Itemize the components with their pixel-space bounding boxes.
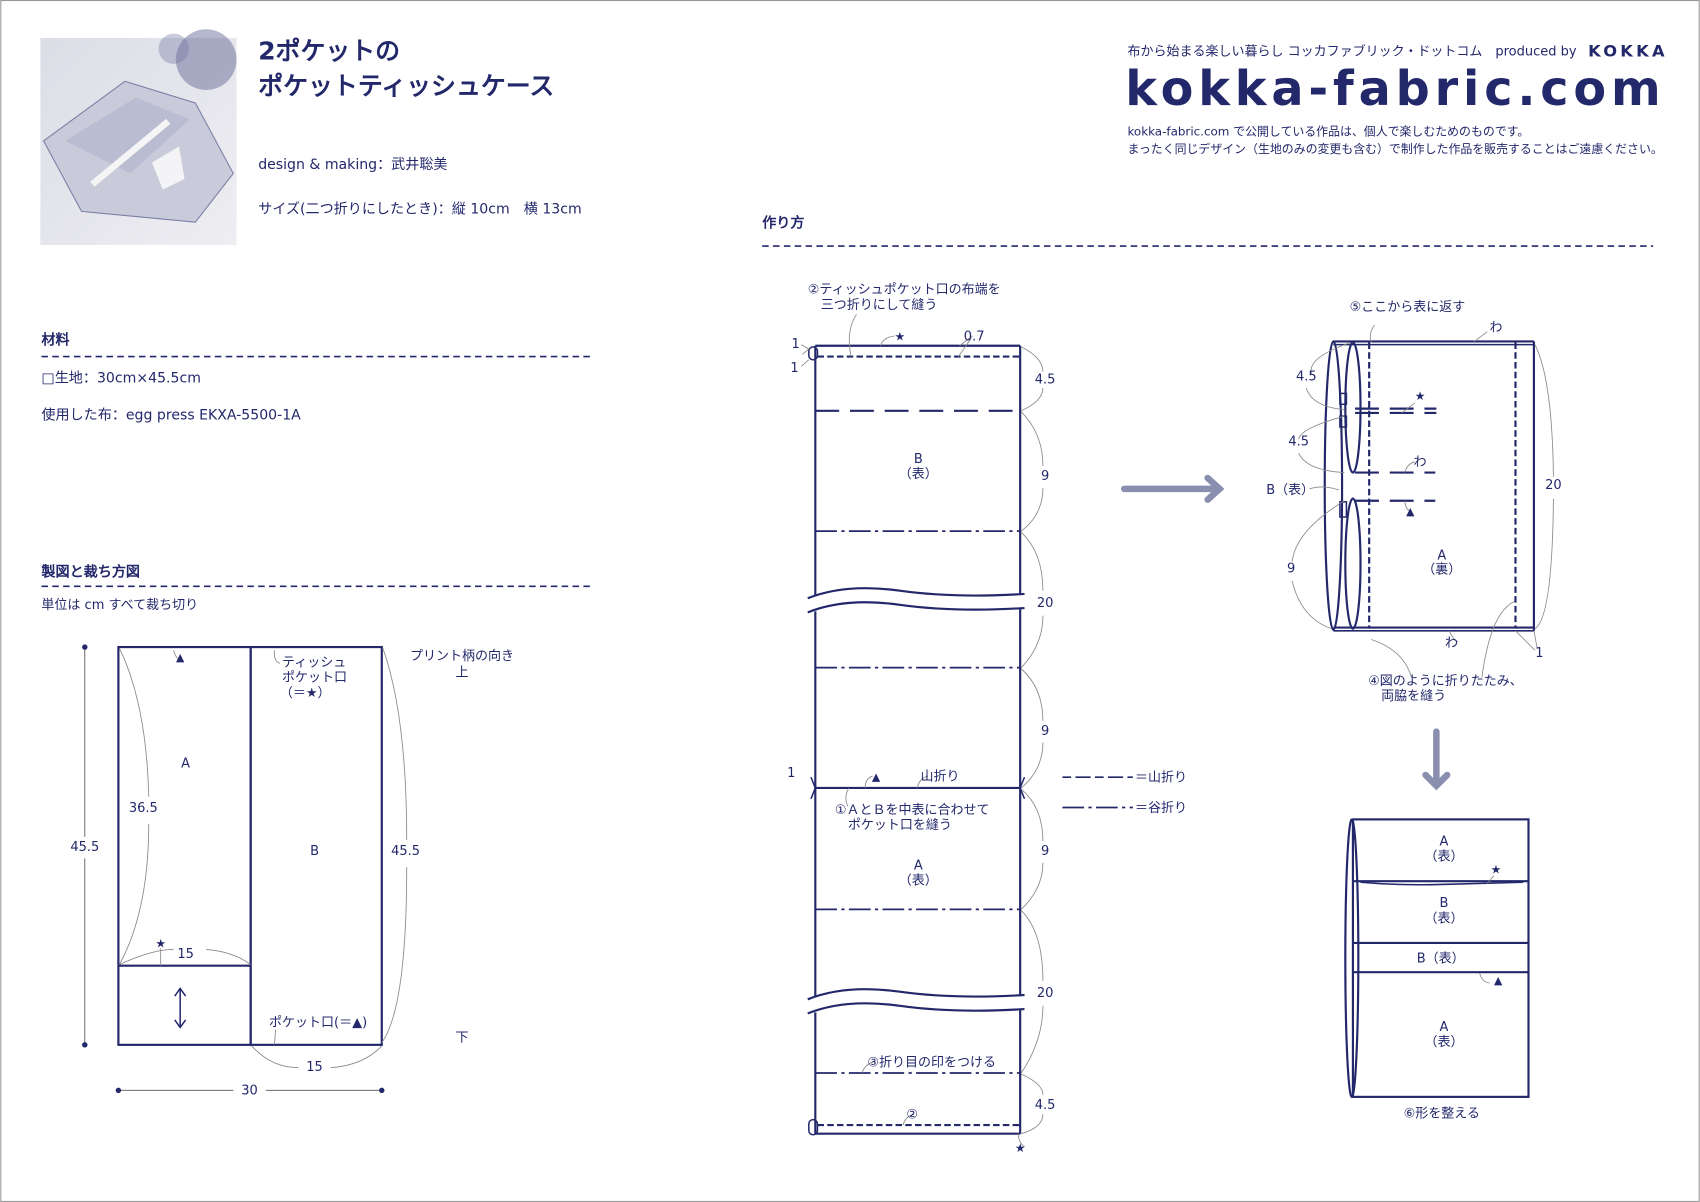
dim-total-width: 30 [241,1084,258,1099]
dim-segment: 4.5 [1035,1098,1056,1113]
piece-b-label: B [1439,896,1448,911]
dim-a-height: 36.5 [129,801,158,816]
triangle-mark: ▲ [872,770,881,783]
pattern-heading: 製図と裁ち方図 [40,564,140,581]
triangle-mark: ▲ [176,651,185,664]
piece-a-outline [117,645,252,1046]
piece-a-back: （裏） [1422,562,1461,577]
tagline: 布から始まる楽しい暮らし コッカファブリック・ドットコム produced by [1127,43,1576,59]
step-2-label-2: 三つ折りにして縫う [821,298,938,313]
dim-segment: 4.5 [1035,373,1056,388]
pocket-mouth-label: ポケット口(＝▲) [269,1015,367,1030]
dim-9: 9 [1287,561,1295,576]
dim-1-top: 1 [791,337,799,352]
unit-note: 単位は cm すべて裁ち切り [41,597,198,613]
legend-mountain: ＝山折り [1135,770,1187,785]
dim-a-width: 15 [177,947,194,962]
step-2-label-1: ②ティッシュポケット口の布端を [808,283,1001,298]
triangle-mark: ▲ [1406,505,1415,518]
piece-a-face: （表） [899,873,938,888]
fold-edge-label: わ [1445,636,1458,651]
step-4-label-2: 両脇を縫う [1381,689,1446,704]
fold-edge-label: わ [1414,455,1427,470]
step-3-label: ③折り目の印をつける [867,1056,996,1071]
dim-1: 1 [1535,646,1543,661]
notice-line-1: kokka-fabric.com で公開している作品は、個人で楽しむためのもので… [1127,124,1529,138]
arrow-down-icon [1422,728,1451,791]
dim-20: 20 [1545,478,1562,493]
howto-heading: 作り方 [762,215,804,232]
dim-4-5-upper: 4.5 [1296,369,1317,384]
title-line-2: ポケットティッシュケース [258,71,554,100]
dim-b-width: 15 [306,1060,323,1075]
star-mark: ★ [1491,863,1502,877]
step-1-label-2: ポケット口を縫う [848,818,952,833]
cutting-diagram: 45.5 30 36.5 15 15 45.5 A B ▲ ★ ティッシュ ポケ… [70,644,514,1102]
tissue-mouth-label-2: ポケット口 [282,671,347,686]
piece-b-label: B [310,844,319,859]
step-5-label: ⑤ここから表に返す [1350,300,1466,315]
direction-up: 上 [455,665,468,680]
fabric-requirement: □生地：30cm×45.5cm [41,371,201,387]
b-face-label: B（表） [1266,483,1314,498]
step-1-label-1: ①ＡとＢを中表に合わせて [835,803,990,818]
notice-line-2: まったく同じデザイン（生地のみの変更も含む）で制作した作品を販売することはご遠慮… [1127,142,1662,156]
direction-down: 下 [455,1031,468,1046]
dim-segment: 9 [1041,844,1049,859]
fold-legend: ＝山折り ＝谷折り [1062,770,1187,816]
grainline-arrow-icon [174,987,187,1029]
star-mark: ★ [155,936,166,950]
step-2-mark: ② [906,1108,918,1123]
site-logo[interactable]: kokka-fabric.com [1125,62,1660,117]
legend-valley: ＝谷折り [1135,801,1187,816]
piece-a-label: A [181,756,190,771]
arrow-right-icon [1120,474,1225,503]
piece-b-face: （表） [1424,911,1463,926]
dim-b-height: 45.5 [391,844,420,859]
print-direction-label: プリント柄の向き [410,648,514,664]
dim-segment: 20 [1037,596,1054,611]
mountain-fold-label: 山折り [920,769,959,784]
finished-size: サイズ(二つ折りにしたとき)：縦 10cm 横 13cm [258,202,581,218]
step-4-label-1: ④図のように折りたたみ、 [1368,674,1523,689]
fabric-used: 使用した布：egg press EKXA-5500-1A [41,406,301,423]
piece-a-face: （表） [1424,850,1463,865]
materials-heading: 材料 [41,332,69,349]
dim-1-side: 1 [787,766,795,781]
piece-b-outline [249,645,383,1046]
piece-a-label: A [1440,834,1449,849]
dim-0-7: 0.7 [964,329,985,344]
star-mark: ★ [1415,389,1426,403]
product-photo [40,29,237,245]
dim-total-height: 45.5 [70,840,99,855]
piece-a-label: A [914,858,923,873]
star-mark: ★ [895,329,906,343]
dim-4-5-lower: 4.5 [1288,434,1309,449]
piece-a-label: A [1440,1020,1449,1035]
title-line-1: 2ポケットの [258,37,400,66]
dim-segment: 9 [1041,724,1049,739]
triangle-mark: ▲ [1494,974,1503,987]
b-face-label: B（表） [1417,951,1465,966]
step-6-label: ⑥形を整える [1404,1106,1480,1121]
dim-1-bottom: 1 [790,361,798,376]
piece-b-label: B [914,452,923,467]
dim-segment: 20 [1037,986,1054,1001]
designer-credit: design & making：武井聡美 [258,157,447,173]
step-4-5-diagram: ⑤ここから表に返す わ 4.5 4.5 ★ わ B（表） ▲ 20 A （裏） … [1266,300,1561,704]
fold-edge-label: わ [1489,321,1502,336]
piece-b-face: （表） [899,467,938,482]
step-6-diagram: A （表） ★ B （表） B（表） ▲ A （表） ⑥形を整える [1344,818,1530,1121]
step-1-3-diagram: ②ティッシュポケット口の布端を 三つ折りにして縫う ★ 0.7 1 1 B （表… [787,283,1055,1155]
piece-a-face: （表） [1424,1035,1463,1050]
dim-segment: 9 [1041,469,1049,484]
tissue-mouth-label-3: （＝★） [280,686,331,701]
star-mark: ★ [1015,1141,1026,1155]
piece-a-label: A [1437,548,1446,563]
kokka-brand: KOKKA [1588,41,1668,60]
tissue-mouth-label-1: ティッシュ [282,656,346,671]
